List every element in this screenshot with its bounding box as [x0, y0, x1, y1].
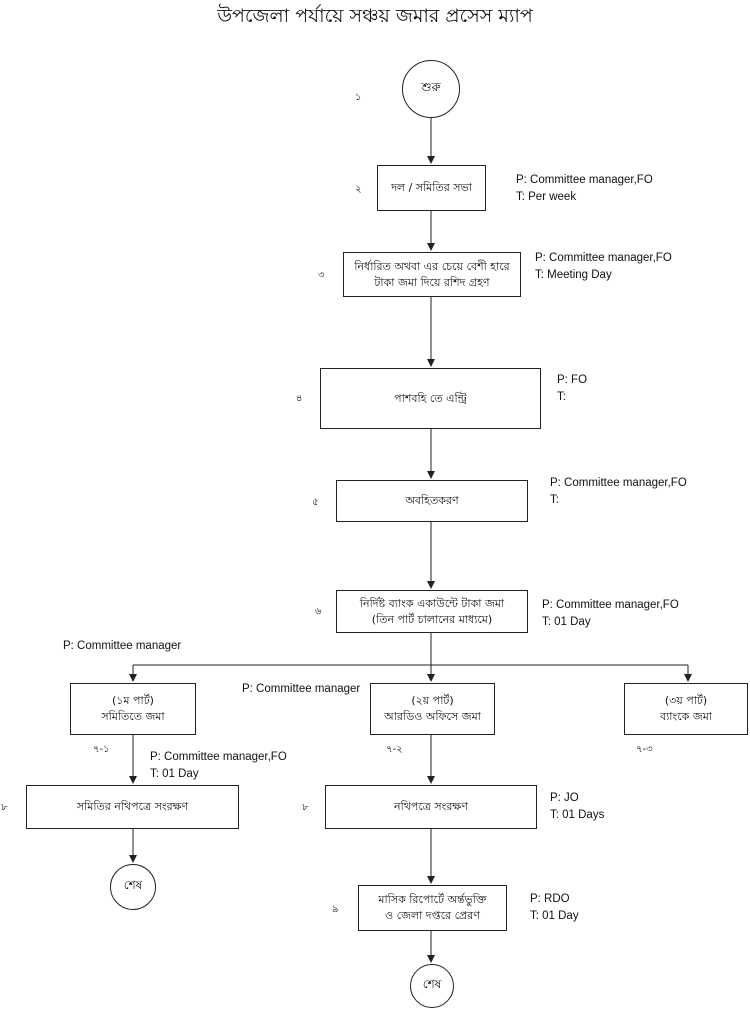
step-number-7-1: ৭-১	[93, 744, 110, 755]
end-node-right: শেষ	[410, 964, 454, 1008]
step-8b-annotation: P: JO T: 01 Days	[550, 790, 604, 825]
step-7-1-person: P: Committee manager,FO	[150, 751, 287, 763]
start-node: শুরু	[402, 60, 460, 118]
step-box-2-line-1: দল / সমিতির সভা	[391, 181, 472, 195]
step-box-5: অবহিতকরণ	[336, 480, 528, 522]
step-box-4-line-1: পাশবহি তে এন্ট্রি	[394, 391, 467, 405]
step-5-time: T:	[550, 494, 559, 507]
step-number-7-3: ৭-৩	[636, 744, 653, 755]
step-7-1-branch-person: P: Committee manager	[63, 640, 182, 652]
step-box-9-line-1: মাসিক রিপোর্টে অর্ন্তভুক্তি	[378, 893, 487, 907]
step-7-1-annotation: P: Committee manager,FO T: 01 Day	[150, 749, 287, 784]
step-6-annotation: P: Committee manager,FO T: 01 Day	[542, 597, 679, 632]
step-9-person: P: RDO	[530, 893, 570, 905]
step-number-5: ৫	[312, 497, 319, 508]
step-number-3: ৩	[318, 270, 325, 281]
step-box-7-3-line-2: ব্যাংকে জমা	[660, 710, 712, 723]
step-box-7-2-line-1: (২য় পার্ট)	[411, 694, 454, 708]
step-box-2: দল / সমিতির সভা	[377, 165, 486, 211]
step-box-3-line-2: টাকা জমা দিয়ে রশিদ গ্রহণ	[374, 275, 490, 289]
step-box-4: পাশবহি তে এন্ট্রি	[320, 368, 541, 429]
step-5-person: P: Committee manager,FO	[550, 477, 687, 489]
step-number-9: ৯	[332, 904, 339, 915]
step-3-person: P: Committee manager,FO	[535, 252, 672, 264]
step-2-time: T: Per week	[516, 191, 577, 204]
step-8b-person: P: JO	[550, 792, 579, 804]
step-box-7-2-line-2: আরডিও অফিসে জমা	[384, 710, 481, 723]
step-box-9: মাসিক রিপোর্টে অর্ন্তভুক্তি ও জেলা দপ্তর…	[358, 885, 507, 931]
step-box-3-line-1: নির্ধারিত অথবা এর চেয়ে বেশী হারে	[354, 259, 510, 273]
step-box-9-line-2: ও জেলা দপ্তরে প্রেরণ	[385, 909, 480, 922]
step-box-7-1-line-1: (১ম পার্ট)	[112, 694, 154, 708]
step-7-2-branch-person: P: Committee manager	[242, 683, 361, 695]
step-6-person: P: Committee manager,FO	[542, 599, 679, 611]
step-box-7-2: (২য় পার্ট) আরডিও অফিসে জমা	[370, 683, 495, 735]
step-7-1-time: T: 01 Day	[150, 768, 199, 781]
step-box-7-3-line-1: (৩য় পার্ট)	[664, 694, 708, 708]
step-number-7-2: ৭-২	[386, 744, 403, 755]
step-box-8a: সমিতির নথিপত্রে সংরক্ষণ	[26, 785, 239, 829]
page-title: উপজেলা পর্যায়ে সঞ্চয় জমার প্রসেস ম্যাপ	[217, 5, 533, 27]
step-3-annotation: P: Committee manager,FO T: Meeting Day	[535, 250, 672, 285]
step-8b-time: T: 01 Days	[550, 809, 605, 822]
step-box-5-line-1: অবহিতকরণ	[405, 494, 459, 508]
step-box-6-line-2: (তিন পার্ট চালানের মাধ্যমে)	[371, 612, 493, 626]
step-2-person: P: Committee manager,FO	[516, 174, 653, 186]
step-number-8a: ৮	[1, 802, 8, 813]
step-number-6: ৬	[315, 606, 322, 617]
end-node-left: শেষ	[110, 864, 156, 910]
step-3-time: T: Meeting Day	[535, 269, 612, 282]
step-box-7-1-line-2: সমিতিতে জমা	[101, 710, 165, 723]
step-number-8b: ৮	[302, 802, 309, 813]
step-4-person: P: FO	[557, 374, 588, 386]
step-box-7-1: (১ম পার্ট) সমিতিতে জমা	[70, 683, 196, 735]
step-number-4: ৪	[296, 393, 303, 404]
step-number-1: ১	[355, 92, 362, 103]
step-box-6: নির্দিষ্ট ব্যাংক একাউন্টে টাকা জমা (তিন …	[336, 590, 528, 633]
step-9-time: T: 01 Day	[530, 910, 579, 923]
step-box-8a-line-1: সমিতির নথিপত্রে সংরক্ষণ	[76, 800, 189, 814]
step-6-time: T: 01 Day	[542, 616, 591, 629]
step-box-8b-line-1: নথিপত্রে সংরক্ষণ	[394, 800, 468, 814]
step-4-time: T:	[557, 391, 566, 404]
step-box-8b: নথিপত্রে সংরক্ষণ	[325, 785, 537, 829]
step-box-7-3: (৩য় পার্ট) ব্যাংকে জমা	[624, 683, 748, 735]
step-2-annotation: P: Committee manager,FO T: Per week	[516, 172, 653, 207]
step-9-annotation: P: RDO T: 01 Day	[530, 891, 579, 926]
step-box-6-line-1: নির্দিষ্ট ব্যাংক একাউন্টে টাকা জমা	[359, 596, 505, 610]
step-4-annotation: P: FO T:	[557, 372, 587, 407]
step-5-annotation: P: Committee manager,FO T:	[550, 475, 687, 510]
step-box-3: নির্ধারিত অথবা এর চেয়ে বেশী হারে টাকা জ…	[343, 252, 521, 297]
step-number-2: ২	[355, 184, 362, 195]
